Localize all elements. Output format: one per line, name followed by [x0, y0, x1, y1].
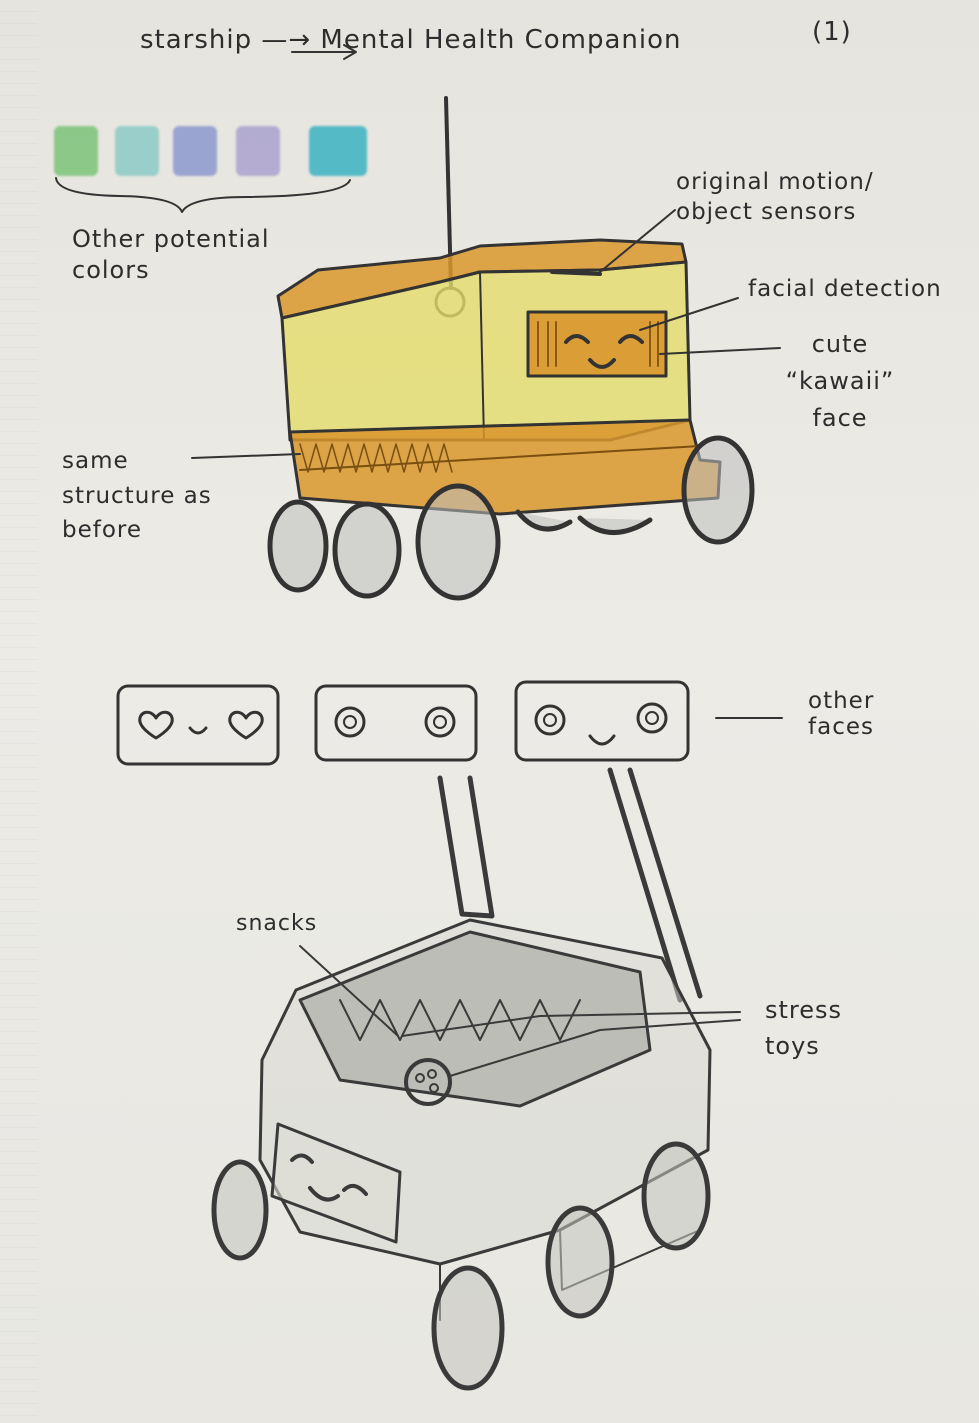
storage-compartment: [298, 930, 652, 1108]
facial-detection-annotation: facial detection: [748, 276, 942, 302]
robot-wheels: [211, 1141, 711, 1391]
face-option-round-eyes: [314, 684, 478, 762]
face-eye-right: [618, 334, 644, 344]
snacks-leader: [299, 945, 399, 1037]
face-mouth: [588, 358, 616, 369]
snacks-annotation: snacks: [236, 911, 318, 936]
face-eye-left: [564, 334, 590, 344]
kawaii-face-leader: [659, 347, 781, 355]
heart-icon: [228, 710, 264, 740]
stress-toys-annotation: stress toys: [765, 996, 843, 1060]
robot-open-lid: [437, 767, 703, 1003]
palette-label: Other potential colors: [72, 225, 270, 285]
robot-wheels: [267, 435, 755, 601]
kawaii-face-annotation: cute “kawaii” face: [785, 330, 895, 433]
structure-annotation: same structure as before: [62, 448, 212, 543]
stress-toys-leader: [401, 1011, 741, 1037]
other-faces: [116, 680, 783, 766]
other-faces-label: other faces: [808, 688, 875, 741]
page-number: (1): [812, 17, 852, 47]
color-swatch: [115, 126, 159, 176]
facial-detection-leader: [639, 297, 739, 331]
bottom-robot: [211, 767, 741, 1391]
color-swatch: [173, 126, 217, 176]
top-robot: [267, 96, 755, 601]
color-swatch: [54, 126, 98, 176]
page-title: starship —→ Mental Health Companion: [140, 25, 682, 55]
heart-icon: [138, 710, 174, 740]
sensors-leader: [599, 209, 676, 273]
face-mouth: [308, 1186, 340, 1202]
face-option-round-eyes-smile: [514, 680, 690, 762]
stress-toy-ball: [404, 1058, 452, 1106]
face-option-hearts: [116, 684, 280, 766]
face-eye-left: [290, 1153, 314, 1164]
face-eye-right: [342, 1183, 368, 1196]
face-mouth: [188, 726, 208, 735]
palette-brace: [55, 177, 351, 213]
structure-leader: [191, 453, 301, 459]
color-swatch: [236, 126, 280, 176]
face-mouth: [588, 734, 616, 746]
title-arrow: [291, 44, 357, 60]
front-face-panel: [270, 1122, 402, 1244]
color-swatch: [309, 126, 367, 176]
stress-toys-leader: [449, 1019, 741, 1077]
sensors-annotation: original motion/ object sensors: [676, 169, 874, 225]
